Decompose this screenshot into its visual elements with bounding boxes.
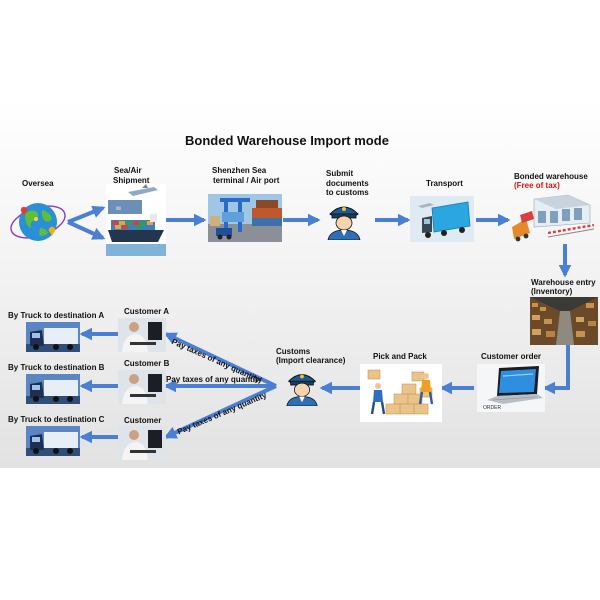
truck-c-label: By Truck to destination C bbox=[8, 415, 105, 424]
customer-b-label: Customer B bbox=[124, 359, 170, 368]
customer-a-label: Customer A bbox=[124, 307, 170, 316]
cargo-ship-icon: ||||| bbox=[106, 184, 166, 256]
truck-b-icon bbox=[26, 374, 80, 404]
diagram-title: Bonded Warehouse Import mode bbox=[185, 133, 389, 148]
pick-and-pack-label: Pick and Pack bbox=[373, 352, 427, 361]
oversea-label: Oversea bbox=[22, 179, 54, 188]
truck-b-label: By Truck to destination B bbox=[8, 363, 105, 372]
customs-officer-icon bbox=[327, 206, 361, 240]
truck-c-icon bbox=[26, 426, 80, 456]
pick-and-pack-icon bbox=[360, 364, 442, 422]
svg-text:|||||: ||||| bbox=[116, 205, 121, 210]
terminal-label-1: Shenzhen Sea bbox=[212, 166, 267, 175]
customs-label-2: (Import clearance) bbox=[276, 356, 346, 365]
truck-a-icon bbox=[26, 322, 80, 352]
free-of-tax-note: (Free of tax) bbox=[514, 181, 560, 190]
inventory-shelves-icon bbox=[530, 297, 598, 345]
customer-c-label: Customer bbox=[124, 416, 162, 425]
customs-label-1: Customs bbox=[276, 347, 311, 356]
truck-a-label: By Truck to destination A bbox=[8, 311, 105, 320]
edge-customs-customer-c bbox=[163, 384, 277, 439]
shipment-label-2: Shipment bbox=[113, 176, 150, 185]
warehouse-entry-label-2: (Inventory) bbox=[531, 287, 573, 296]
customer-a-icon bbox=[118, 318, 166, 352]
submit-label-3: to customs bbox=[326, 188, 369, 197]
transport-label: Transport bbox=[426, 179, 463, 188]
edge-oversea-ship-upper bbox=[67, 205, 106, 224]
edge-customs-customer-a bbox=[163, 332, 277, 388]
customs-clearance-officer-icon bbox=[286, 374, 318, 406]
submit-label-2: documents bbox=[326, 179, 369, 188]
edge-entry-order bbox=[542, 345, 570, 395]
customer-c-icon bbox=[118, 426, 166, 460]
submit-label-1: Submit bbox=[326, 169, 354, 178]
laptop-order-icon: ORDER bbox=[477, 364, 545, 412]
pay-taxes-label-b: Pay taxes of any quantity bbox=[166, 375, 263, 384]
bonded-warehouse-label: Bonded warehouse bbox=[514, 172, 588, 181]
customer-order-label: Customer order bbox=[481, 352, 542, 361]
globe-icon bbox=[10, 203, 66, 241]
transport-truck-icon bbox=[410, 196, 474, 242]
warehouse-entry-label-1: Warehouse entry bbox=[531, 278, 596, 287]
customer-b-icon bbox=[118, 370, 166, 404]
sea-terminal-icon bbox=[208, 194, 282, 242]
bonded-warehouse-icon bbox=[512, 194, 595, 242]
shipment-label-1: Sea/Air bbox=[114, 166, 142, 175]
terminal-label-2: terminal / Air port bbox=[213, 176, 280, 185]
laptop-caption: ORDER bbox=[483, 405, 501, 411]
edge-oversea-ship-lower bbox=[67, 220, 106, 240]
